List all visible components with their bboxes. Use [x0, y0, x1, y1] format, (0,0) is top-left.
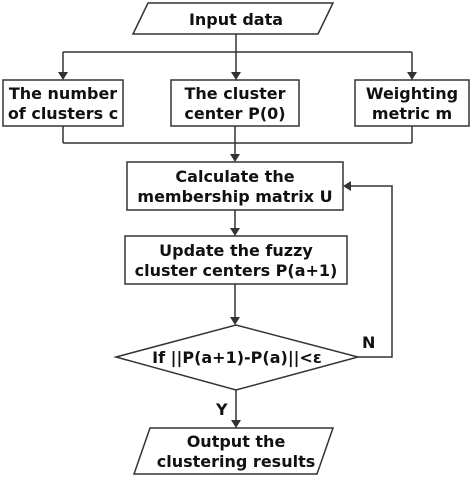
- update-centers-label-line1: Update the fuzzy: [159, 241, 313, 260]
- convergence-decision-node: If ||P(a+1)-P(a)||<ε: [113, 324, 361, 391]
- weighting-metric-label-line2: metric m: [372, 104, 452, 123]
- weighting-metric-label-line1: Weighting: [366, 84, 458, 103]
- membership-matrix-label-line2: membership matrix U: [137, 187, 332, 206]
- membership-matrix-node: Calculate the membership matrix U: [126, 161, 344, 211]
- membership-to-update-edge: [230, 210, 240, 236]
- update-centers-label-line2: cluster centers P(a+1): [135, 261, 338, 280]
- output-node: Output the clustering results: [132, 427, 335, 475]
- convergence-condition-label: If ||P(a+1)-P(a)||<ε: [152, 348, 322, 368]
- cluster-center-label-line1: The cluster: [185, 84, 286, 103]
- output-label-line2: clustering results: [157, 452, 315, 471]
- no-loop-edge: [343, 181, 393, 358]
- input-data-node: Input data: [131, 2, 335, 35]
- cluster-center-label-line2: center P(0): [184, 104, 285, 123]
- update-centers-node: Update the fuzzy cluster centers P(a+1): [124, 235, 348, 285]
- input-fanout-edge: [58, 34, 417, 80]
- parameters-merge-edge: [62, 126, 413, 162]
- input-data-label: Input data: [189, 10, 283, 29]
- cluster-count-label-line1: The number: [9, 84, 117, 103]
- cluster-count-label-line2: of clusters c: [8, 104, 118, 123]
- cluster-center-node: The cluster center P(0): [170, 79, 300, 127]
- yes-label: Y: [215, 400, 228, 419]
- update-to-decision-edge: [230, 284, 240, 325]
- cluster-count-node: The number of clusters c: [2, 79, 124, 127]
- membership-matrix-label-line1: Calculate the: [175, 167, 294, 186]
- output-label-line1: Output the: [187, 432, 286, 451]
- no-label: N: [362, 333, 375, 352]
- yes-edge: [231, 390, 241, 428]
- weighting-metric-node: Weighting metric m: [354, 79, 470, 127]
